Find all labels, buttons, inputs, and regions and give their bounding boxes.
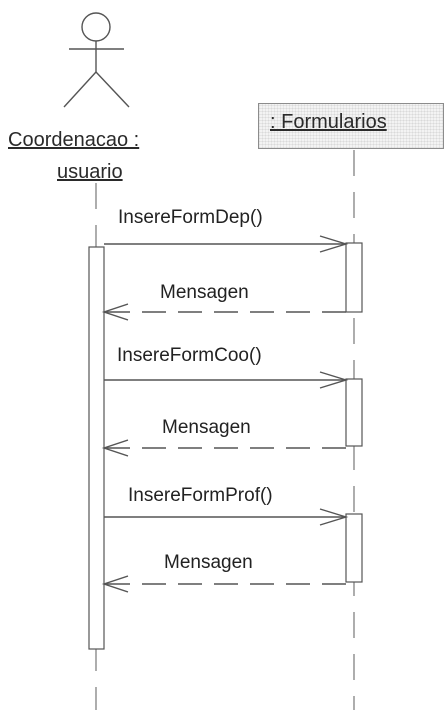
return-arrow: [101, 575, 346, 593]
message-label: Mensagen: [164, 552, 253, 573]
message-label: InsereFormDep(): [118, 207, 263, 228]
call-arrow: [104, 371, 349, 389]
actor-name-line2: usuario: [57, 161, 123, 183]
object-activation-bar: [345, 242, 363, 313]
object-name: : Formularios: [270, 111, 387, 133]
call-arrow: [104, 235, 349, 253]
return-arrow: [101, 303, 346, 321]
call-arrow: [104, 508, 349, 526]
message-label: Mensagen: [160, 282, 249, 303]
object-activation-bar: [345, 513, 363, 583]
actor-right-leg: [95, 71, 130, 108]
message-label: InsereFormProf(): [128, 485, 273, 506]
actor-head: [81, 12, 111, 42]
message-label: InsereFormCoo(): [117, 345, 262, 366]
actor-figure: [63, 12, 130, 108]
actor-activation-bar: [88, 246, 105, 650]
object-box: [258, 103, 444, 149]
message-label: Mensagen: [162, 417, 251, 438]
return-arrow: [101, 439, 346, 457]
actor-name-line1: Coordenacao :: [8, 129, 140, 151]
object-activation-bar: [345, 378, 363, 447]
actor-left-leg: [63, 71, 97, 108]
